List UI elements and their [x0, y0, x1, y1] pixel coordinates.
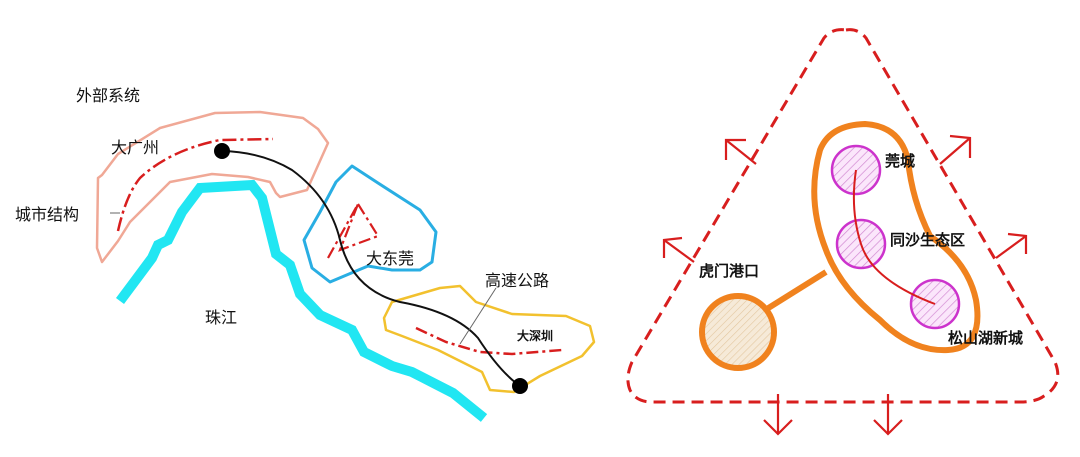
label-shenzhen: 大深圳 — [517, 328, 553, 343]
guangzhou-urban-axis — [116, 137, 274, 232]
arrow-upper-left — [724, 138, 757, 165]
right-diagram: 莞城 同沙生态区 虎门港口 松山湖新城 — [626, 28, 1060, 436]
label-humen-port: 虎门港口 — [699, 262, 759, 280]
arrow-mid-right — [995, 232, 1028, 259]
shenzhen-urban-axis — [415, 326, 563, 356]
left-diagram: 外部系统 大广州 城市结构 大东莞 高速公路 大深圳 珠江 — [15, 86, 596, 422]
region-boundary-triangle — [626, 28, 1060, 404]
label-dongguan: 大东莞 — [366, 249, 414, 268]
label-tongsha: 同沙生态区 — [890, 231, 965, 249]
dongguan-region-outline — [302, 164, 438, 284]
label-pearl-river: 珠江 — [205, 308, 237, 327]
expressway-node-guangzhou — [214, 143, 230, 159]
label-urban-structure: 城市结构 — [15, 205, 79, 224]
dongguan-urban-triangle — [327, 201, 380, 259]
label-songshan-lake: 松山湖新城 — [948, 329, 1023, 347]
arrow-bottom-right — [873, 394, 903, 436]
arrow-mid-left — [662, 236, 695, 263]
arrow-upper-right — [939, 134, 972, 165]
label-expressway: 高速公路 — [485, 271, 549, 290]
label-guancheng: 莞城 — [885, 152, 915, 170]
port-link — [760, 269, 828, 315]
shenzhen-region-outline — [382, 284, 596, 394]
development-axis — [852, 169, 936, 305]
humen-port-node — [699, 293, 777, 371]
pearl-river — [115, 179, 488, 422]
core-cluster-outline — [811, 120, 981, 354]
arrow-bottom-left — [763, 394, 793, 436]
expressway-leader — [459, 287, 497, 345]
expansion-arrows — [662, 134, 1028, 436]
label-guangzhou: 大广州 — [111, 138, 159, 157]
label-external-system: 外部系统 — [76, 86, 140, 105]
guangzhou-region-outline — [95, 110, 330, 264]
expressway-node-shenzhen — [512, 378, 528, 394]
expressway-line — [221, 150, 521, 387]
